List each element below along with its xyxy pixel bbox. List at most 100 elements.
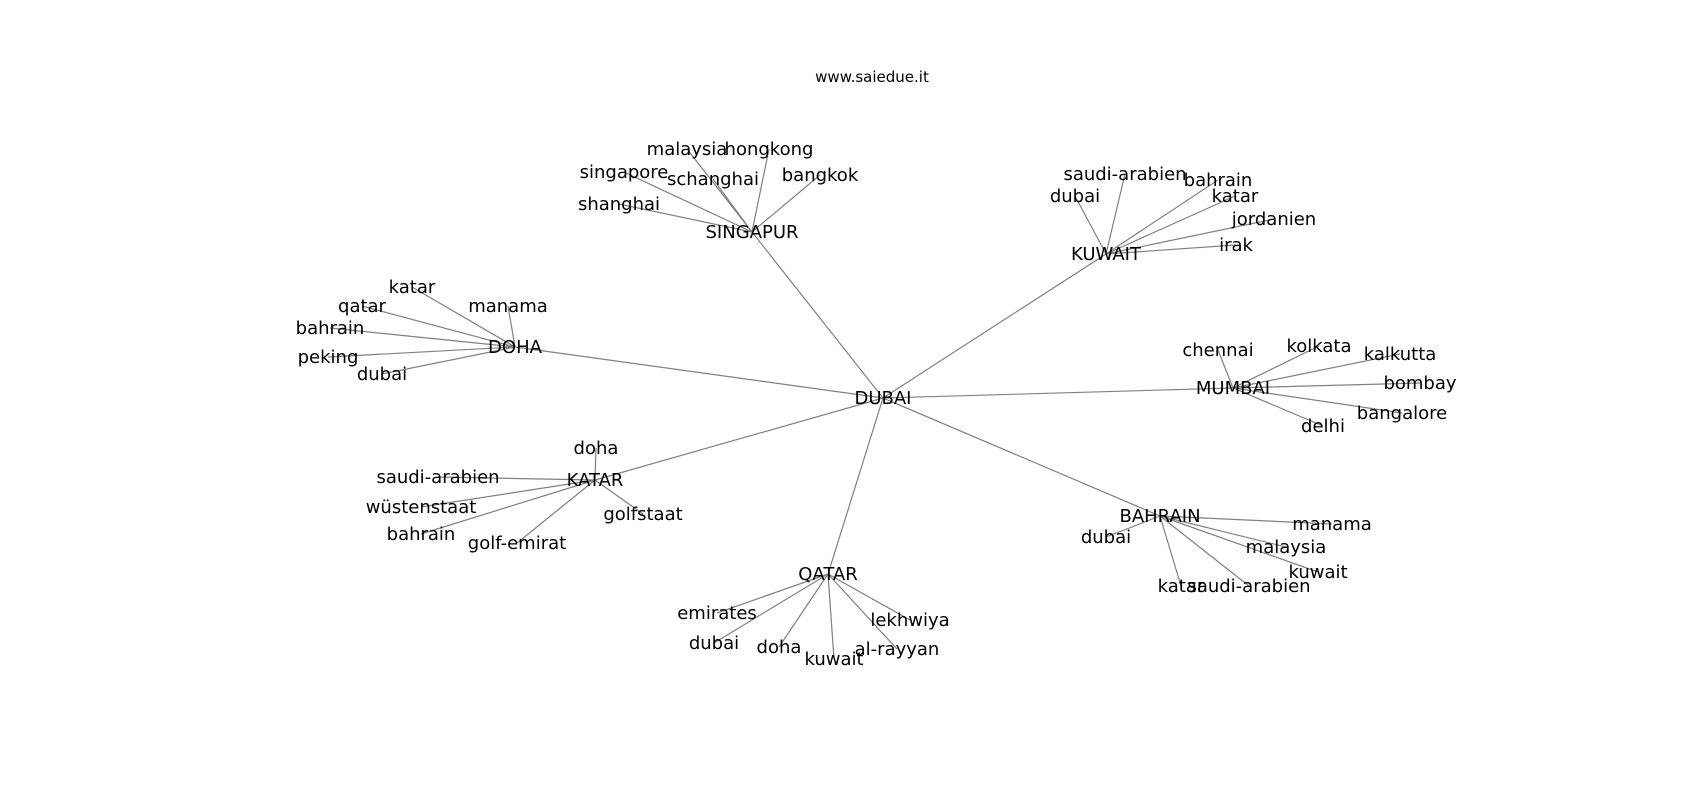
leaf-node-label: bahrain — [387, 524, 456, 545]
edge-hub-to-leaf — [1159, 515, 1182, 587]
leaf-node-label: kolkata — [1286, 336, 1351, 357]
edge-center-to-hub — [751, 231, 884, 399]
edge-hub-to-leaf — [594, 447, 597, 481]
leaf-node-label: manama — [1292, 514, 1372, 535]
leaf-node-label: bahrain — [296, 318, 365, 339]
leaf-node-label: kalkutta — [1364, 344, 1437, 365]
leaf-node-label: doha — [574, 438, 619, 459]
leaf-node-label: dubai — [1050, 186, 1100, 207]
edge-center-to-hub — [882, 387, 1234, 399]
edge-hub-to-leaf — [1232, 382, 1421, 389]
leaf-node-label: schanghai — [667, 169, 759, 190]
leaf-node-label: peking — [298, 347, 359, 368]
label-layer: www.saiedue.it DUBAISINGAPURmalaysiahong… — [296, 68, 1457, 670]
leaf-node-label: katar — [1212, 186, 1259, 207]
hub-node-label: DOHA — [488, 337, 543, 358]
edge-hub-to-leaf — [516, 479, 596, 544]
edge-hub-to-leaf — [1232, 345, 1320, 389]
leaf-node-label: qatar — [338, 296, 387, 317]
edge-hub-to-leaf — [437, 476, 596, 481]
edge-hub-to-leaf — [420, 479, 596, 535]
edge-hub-to-leaf — [1074, 195, 1107, 255]
leaf-node-label: jordanien — [1231, 209, 1316, 230]
leaf-node-label: al-rayyan — [855, 639, 940, 660]
edge-hub-to-leaf — [507, 305, 516, 348]
leaf-node-label: emirates — [677, 603, 757, 624]
edge-hub-to-leaf — [1159, 515, 1287, 548]
leaf-node-label: saudi-arabien — [1187, 576, 1310, 597]
edge-hub-to-leaf — [623, 171, 753, 233]
edge-hub-to-leaf — [1232, 387, 1324, 427]
edge-hub-to-leaf — [594, 479, 644, 515]
leaf-node-label: wüstenstaat — [366, 497, 477, 518]
edge-hub-to-leaf — [827, 573, 911, 621]
center-node-label: DUBAI — [854, 388, 911, 409]
edge-center-to-hub — [882, 253, 1107, 399]
leaf-node-label: bombay — [1383, 373, 1456, 394]
leaf-node-label: katar — [389, 277, 436, 298]
edge-hub-to-leaf — [1159, 515, 1250, 587]
leaf-node-label: lekhwiya — [870, 610, 949, 631]
edge-hub-to-leaf — [361, 305, 516, 348]
leaf-node-label: kuwait — [1288, 562, 1347, 583]
edge-hub-to-leaf — [716, 573, 829, 614]
leaf-node-label: singapore — [580, 162, 669, 183]
leaf-node-label: irak — [1219, 235, 1253, 256]
source-url: www.saiedue.it — [815, 68, 929, 86]
edge-layer — [327, 148, 1421, 660]
leaf-node-label: kuwait — [804, 649, 863, 670]
leaf-node-label: bangkok — [782, 165, 859, 186]
hub-node-label: KUWAIT — [1071, 244, 1142, 265]
edge-center-to-hub — [882, 397, 1161, 517]
hub-node-label: QATAR — [798, 564, 858, 585]
edge-hub-to-leaf — [1159, 515, 1333, 525]
leaf-node-label: manama — [468, 296, 548, 317]
edge-hub-to-leaf — [713, 573, 829, 644]
leaf-node-label: katar — [1158, 576, 1205, 597]
edge-hub-to-leaf — [381, 346, 516, 375]
edge-center-to-hub — [827, 397, 884, 575]
edge-hub-to-leaf — [827, 573, 898, 650]
edge-hub-to-leaf — [1105, 244, 1237, 255]
leaf-node-label: malaysia — [647, 139, 728, 160]
leaf-node-label: dubai — [1081, 527, 1131, 548]
edge-hub-to-leaf — [1105, 218, 1275, 255]
leaf-node-label: malaysia — [1246, 537, 1327, 558]
leaf-node-label: chennai — [1182, 340, 1253, 361]
edge-hub-to-leaf — [1232, 353, 1401, 389]
edge-hub-to-leaf — [751, 148, 770, 233]
hub-node-label: BAHRAIN — [1119, 506, 1200, 527]
leaf-node-label: golfstaat — [603, 504, 682, 525]
edge-hub-to-leaf — [411, 286, 516, 348]
hub-node-label: KATAR — [567, 470, 624, 491]
leaf-node-label: saudi-arabien — [1063, 164, 1186, 185]
edge-hub-to-leaf — [618, 203, 753, 233]
leaf-node-label: bangalore — [1357, 403, 1447, 424]
edge-hub-to-leaf — [329, 327, 516, 348]
edge-hub-to-leaf — [827, 573, 835, 660]
leaf-node-label: delhi — [1301, 416, 1345, 437]
leaf-node-label: dubai — [357, 364, 407, 385]
edge-hub-to-leaf — [327, 346, 516, 358]
edge-hub-to-leaf — [778, 573, 829, 648]
leaf-node-label: hongkong — [725, 139, 814, 160]
edge-hub-to-leaf — [1232, 387, 1403, 414]
edge-hub-to-leaf — [1105, 179, 1219, 255]
edge-center-to-hub — [514, 346, 884, 399]
leaf-node-label: doha — [757, 637, 802, 658]
edge-hub-to-leaf — [712, 178, 753, 233]
edge-hub-to-leaf — [1105, 173, 1126, 255]
edge-hub-to-leaf — [1105, 195, 1236, 255]
leaf-node-label: dubai — [689, 633, 739, 654]
leaf-node-label: golf-emirat — [468, 533, 566, 554]
edge-hub-to-leaf — [751, 174, 821, 233]
leaf-node-label: shanghai — [578, 194, 660, 215]
leaf-node-label: bahrain — [1184, 170, 1253, 191]
leaf-node-label: saudi-arabien — [376, 467, 499, 488]
edge-hub-to-leaf — [1105, 515, 1161, 538]
edge-hub-to-leaf — [420, 479, 596, 508]
hub-node-label: MUMBAI — [1196, 378, 1270, 399]
hub-node-label: SINGAPUR — [706, 222, 799, 243]
edge-hub-to-leaf — [1217, 349, 1234, 389]
